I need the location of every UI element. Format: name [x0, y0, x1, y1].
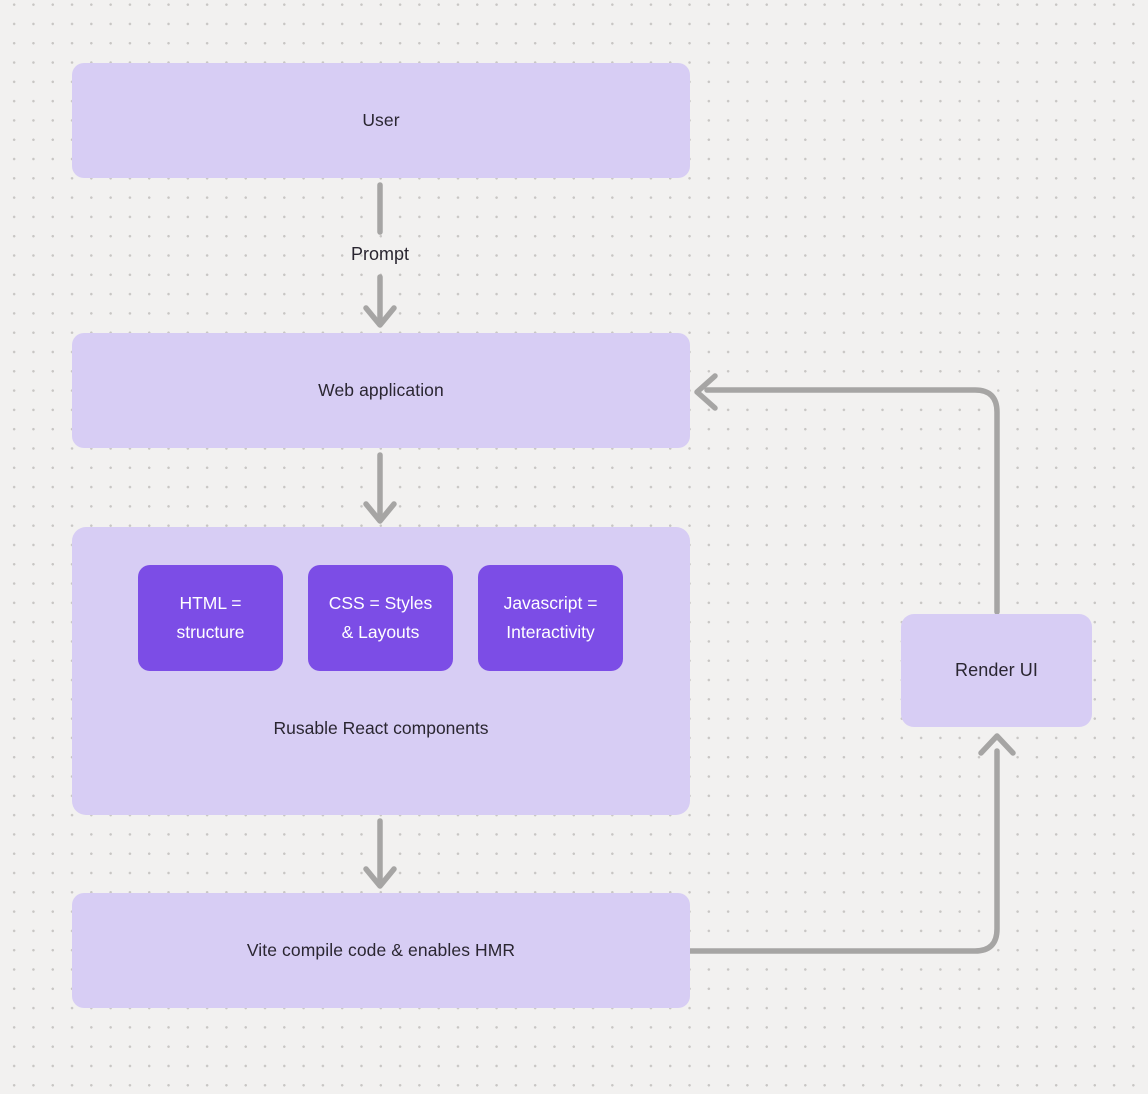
chip-html-line2: structure — [176, 622, 245, 642]
node-web-application: Web application — [72, 333, 690, 448]
chip-css-line1: CSS = Styles — [328, 593, 433, 613]
node-vite: Vite compile code & enables HMR — [72, 893, 690, 1008]
chip-javascript-line1: Javascript = — [503, 593, 598, 613]
chip-css: CSS = Styles & Layouts — [308, 565, 453, 671]
chip-html: HTML = structure — [138, 565, 283, 671]
chip-html-line1: HTML = — [179, 593, 242, 613]
node-vite-label: Vite compile code & enables HMR — [246, 940, 516, 960]
arrow-up-icon — [978, 733, 1016, 756]
chip-javascript-line2: Interactivity — [506, 622, 595, 642]
arrow-renderui-to-webapp — [694, 373, 1000, 615]
node-user-label: User — [362, 110, 400, 130]
node-react-components-group: HTML = structure CSS = Styles & Layouts … — [72, 527, 690, 815]
chip-css-line2: & Layouts — [341, 622, 420, 642]
node-render-ui: Render UI — [901, 614, 1092, 727]
node-render-ui-label: Render UI — [955, 660, 1038, 680]
arrow-vite-to-renderui — [687, 733, 1016, 954]
node-web-application-label: Web application — [318, 380, 444, 400]
arrow-down-icon — [363, 501, 397, 524]
arrow-down-icon — [363, 866, 397, 889]
arrow-components-to-vite — [363, 818, 397, 889]
node-user: User — [72, 63, 690, 178]
arrow-left-icon — [694, 373, 718, 411]
edge-label-prompt: Prompt — [350, 244, 410, 264]
arrow-down-icon — [363, 305, 397, 328]
chip-javascript: Javascript = Interactivity — [478, 565, 623, 671]
arrow-webapp-to-components — [363, 452, 397, 524]
components-group-label: Rusable React components — [273, 718, 489, 738]
